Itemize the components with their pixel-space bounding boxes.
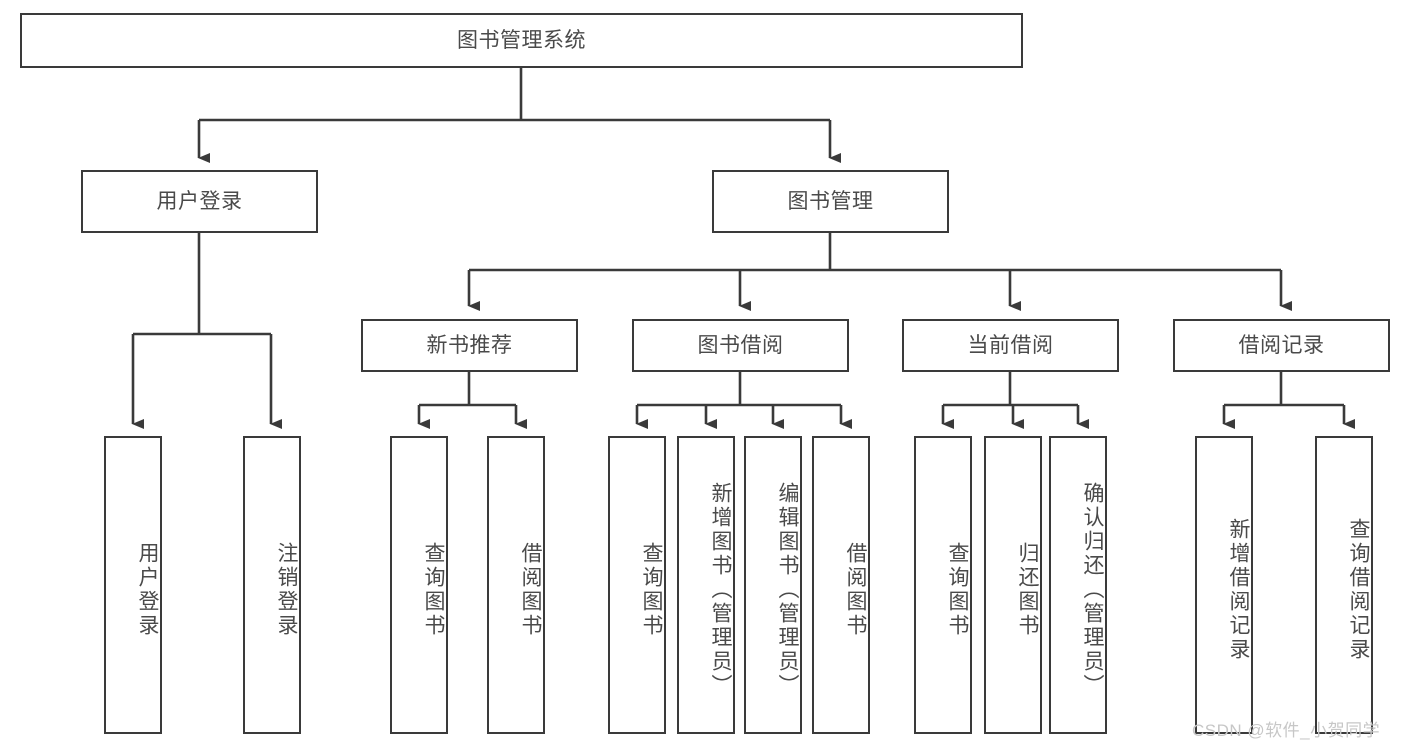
leaf-query-book-3-label: 查询图书 [946, 542, 969, 638]
leaf-edit-book-label: 编辑图书（管理员） [776, 482, 799, 698]
leaf-edit-book[interactable]: 编辑图书（管理员） [744, 436, 802, 734]
node-root[interactable]: 图书管理系统 [20, 13, 1023, 68]
leaf-return-book-label: 归还图书 [1016, 542, 1039, 638]
node-book-manage[interactable]: 图书管理 [712, 170, 949, 233]
node-book-borrow[interactable]: 图书借阅 [632, 319, 849, 372]
node-book-borrow-label: 图书借阅 [697, 333, 784, 357]
node-current-borrow[interactable]: 当前借阅 [902, 319, 1119, 372]
leaf-query-book-1-label: 查询图书 [422, 542, 445, 638]
leaf-query-record-label: 查询借阅记录 [1347, 518, 1370, 662]
node-borrow-record[interactable]: 借阅记录 [1173, 319, 1390, 372]
leaf-borrow-book-1-label: 借阅图书 [519, 542, 542, 638]
leaf-borrow-book-2-label: 借阅图书 [844, 542, 867, 638]
leaf-query-book-1[interactable]: 查询图书 [390, 436, 448, 734]
csdn-watermark: CSDN @软件_小贺同学 [1192, 721, 1381, 740]
leaf-query-record[interactable]: 查询借阅记录 [1315, 436, 1373, 734]
leaf-borrow-book-1[interactable]: 借阅图书 [487, 436, 545, 734]
leaf-confirm-return[interactable]: 确认归还（管理员） [1049, 436, 1107, 734]
node-user-login[interactable]: 用户登录 [81, 170, 318, 233]
node-root-label: 图书管理系统 [457, 28, 586, 52]
leaf-add-record-label: 新增借阅记录 [1227, 518, 1250, 662]
leaf-add-record[interactable]: 新增借阅记录 [1195, 436, 1253, 734]
leaf-confirm-return-label: 确认归还（管理员） [1081, 482, 1104, 698]
leaf-user-login[interactable]: 用户登录 [104, 436, 162, 734]
leaf-user-logout[interactable]: 注销登录 [243, 436, 301, 734]
leaf-query-book-2[interactable]: 查询图书 [608, 436, 666, 734]
leaf-add-book-label: 新增图书（管理员） [709, 482, 732, 698]
node-borrow-record-label: 借阅记录 [1238, 333, 1325, 357]
leaf-add-book[interactable]: 新增图书（管理员） [677, 436, 735, 734]
leaf-query-book-3[interactable]: 查询图书 [914, 436, 972, 734]
node-current-borrow-label: 当前借阅 [967, 333, 1054, 357]
leaf-return-book[interactable]: 归还图书 [984, 436, 1042, 734]
leaf-user-logout-label: 注销登录 [275, 542, 298, 638]
node-new-book-recommend-label: 新书推荐 [426, 333, 513, 357]
node-book-manage-label: 图书管理 [787, 189, 874, 213]
node-new-book-recommend[interactable]: 新书推荐 [361, 319, 578, 372]
leaf-user-login-label: 用户登录 [136, 542, 159, 638]
node-user-login-label: 用户登录 [156, 189, 243, 213]
leaf-query-book-2-label: 查询图书 [640, 542, 663, 638]
leaf-borrow-book-2[interactable]: 借阅图书 [812, 436, 870, 734]
